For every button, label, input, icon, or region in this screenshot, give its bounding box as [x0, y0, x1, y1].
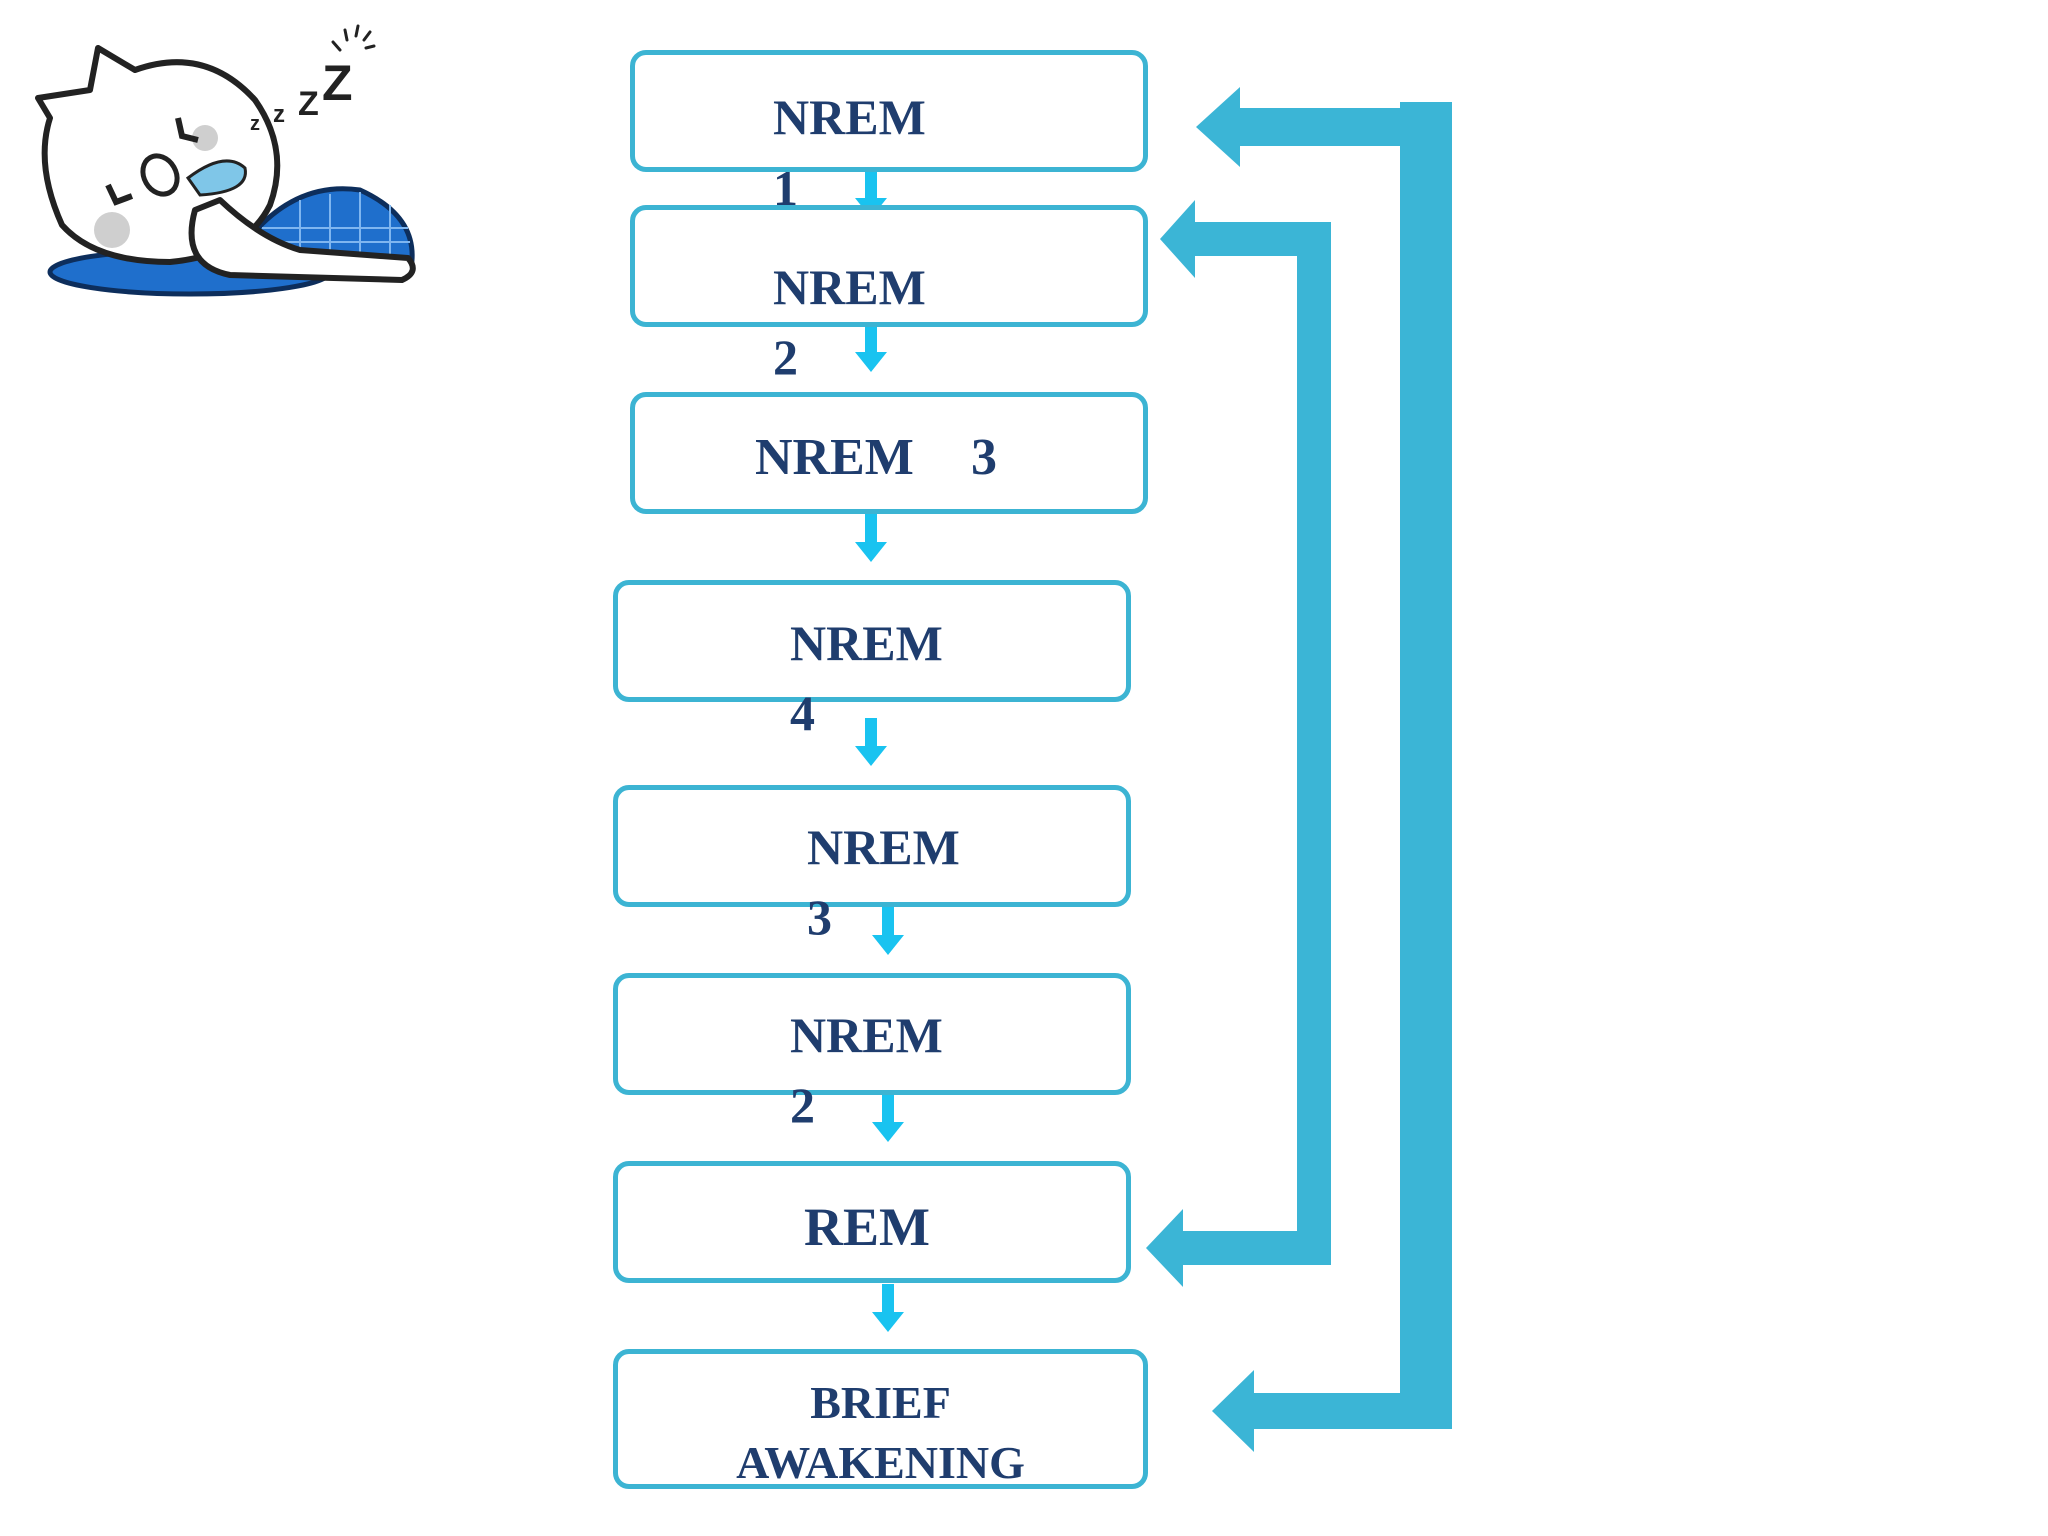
stage-box-nrem1 — [630, 50, 1148, 172]
stage-nrem2-first-word: NREM — [773, 259, 926, 315]
stage-brief-word: BRIEF — [810, 1377, 951, 1428]
stage-box-nrem2-first — [630, 205, 1148, 327]
zzz-small-1: z — [250, 113, 260, 135]
stage-nrem1-word: NREM — [773, 89, 926, 145]
stage-nrem3-second-word: NREM — [807, 819, 960, 875]
stage-nrem1-number: 1 — [773, 160, 798, 216]
sleeping-cat-illustration: z z Z Z — [35, 24, 416, 297]
flow-arrow-4-5 — [855, 718, 887, 766]
flow-arrow-5-6 — [872, 907, 904, 955]
stage-nrem4-number: 4 — [790, 685, 815, 741]
stage-nrem2-first-number: 2 — [773, 329, 798, 385]
cycle-arrow-rem-to-nrem2 — [1146, 200, 1331, 1287]
stage-nrem2-second-word: NREM — [790, 1007, 943, 1063]
stage-rem-word: REM — [804, 1197, 930, 1257]
stage-nrem3-second-number: 3 — [807, 889, 832, 945]
stage-nrem4-word: NREM — [790, 615, 943, 671]
flow-arrow-3-4 — [855, 514, 887, 562]
stage-box-nrem3-second — [613, 785, 1131, 907]
zzz-large: Z — [322, 55, 353, 111]
flow-arrow-6-7 — [872, 1094, 904, 1142]
stage-nrem3-first-number: 3 — [971, 429, 997, 486]
stage-nrem2-second-number: 2 — [790, 1077, 815, 1133]
cycle-arrow-awakening-to-nrem1 — [1196, 87, 1452, 1452]
flow-arrow-2-3 — [855, 324, 887, 372]
stage-box-nrem3-first — [630, 392, 1148, 514]
stage-nrem3-first-word: NREM — [755, 429, 914, 486]
zzz-small-2: z — [273, 101, 285, 128]
stage-awakening-word: AWAKENING — [736, 1437, 1025, 1488]
stage-box-nrem2-second — [613, 973, 1131, 1095]
stage-box-rem — [613, 1161, 1131, 1283]
flow-arrow-7-8 — [872, 1284, 904, 1332]
stage-box-brief-awakening — [613, 1349, 1148, 1489]
zzz-medium: Z — [298, 85, 319, 123]
stage-box-nrem4 — [613, 580, 1131, 702]
